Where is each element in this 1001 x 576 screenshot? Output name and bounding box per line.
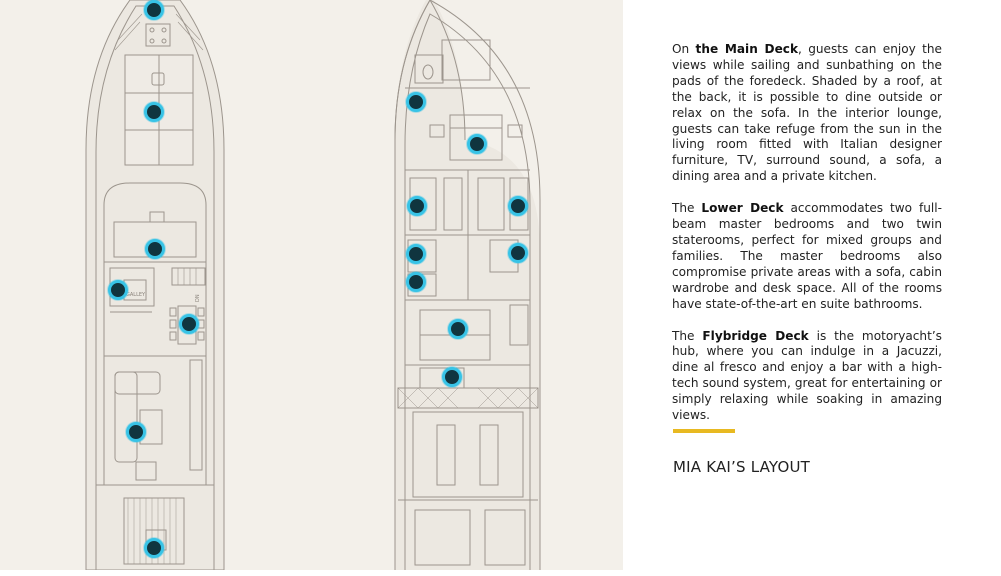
lower-deck-text: accommodates two full-beam master bedroo…: [672, 201, 942, 311]
hotspot-lower-master-aft[interactable]: [448, 319, 468, 339]
hotspot-main-bow[interactable]: [144, 0, 164, 20]
galley-label: GALLEY: [126, 292, 146, 298]
deck-plan-drawing: GALLEY DN: [85, 0, 541, 570]
hotspot-main-dining[interactable]: [179, 314, 199, 334]
layout-title: MIA KAI’S LAYOUT: [673, 458, 810, 476]
flybridge-deck-name: Flybridge Deck: [702, 328, 809, 343]
lower-deck-name: Lower Deck: [701, 201, 784, 216]
hotspot-main-helm[interactable]: [145, 239, 165, 259]
hotspot-lower-bath-stbd[interactable]: [508, 243, 528, 263]
dn-label: DN: [195, 294, 201, 302]
flybridge-deck-paragraph: The Flybridge Deck is the motoryacht’s h…: [672, 329, 942, 424]
main-deck-name: the Main Deck: [695, 42, 798, 56]
hotspot-lower-bath-port-2[interactable]: [406, 272, 426, 292]
accent-divider: [673, 429, 735, 433]
flybridge-deck-text: is the motoryacht’s hub, where you can i…: [672, 328, 942, 423]
deck-plan: GALLEY DN: [0, 0, 623, 570]
lower-deck-paragraph: The Lower Deck accommodates two full-bea…: [672, 201, 942, 312]
hotspot-lower-twin-stbd[interactable]: [508, 196, 528, 216]
main-deck-text: , guests can enjoy the views while saili…: [672, 42, 942, 184]
hotspot-lower-twin-port[interactable]: [407, 196, 427, 216]
hotspot-main-aft[interactable]: [144, 538, 164, 558]
hotspot-main-foredeck[interactable]: [144, 102, 164, 122]
hotspot-lower-aft-bath[interactable]: [442, 367, 462, 387]
hotspot-main-lounge[interactable]: [126, 422, 146, 442]
lower-deck-prefix: The: [672, 201, 702, 216]
hotspot-lower-master-fwd[interactable]: [467, 134, 487, 154]
hotspot-lower-bow-bath[interactable]: [406, 92, 426, 112]
flybridge-deck-prefix: The: [672, 328, 703, 343]
main-deck-paragraph: On the Main Deck, guests can enjoy the v…: [672, 42, 942, 185]
deck-description: On the Main Deck, guests can enjoy the v…: [672, 42, 942, 440]
hotspot-main-galley[interactable]: [108, 280, 128, 300]
main-deck-prefix: On: [672, 42, 696, 56]
hotspot-lower-bath-port-1[interactable]: [406, 244, 426, 264]
